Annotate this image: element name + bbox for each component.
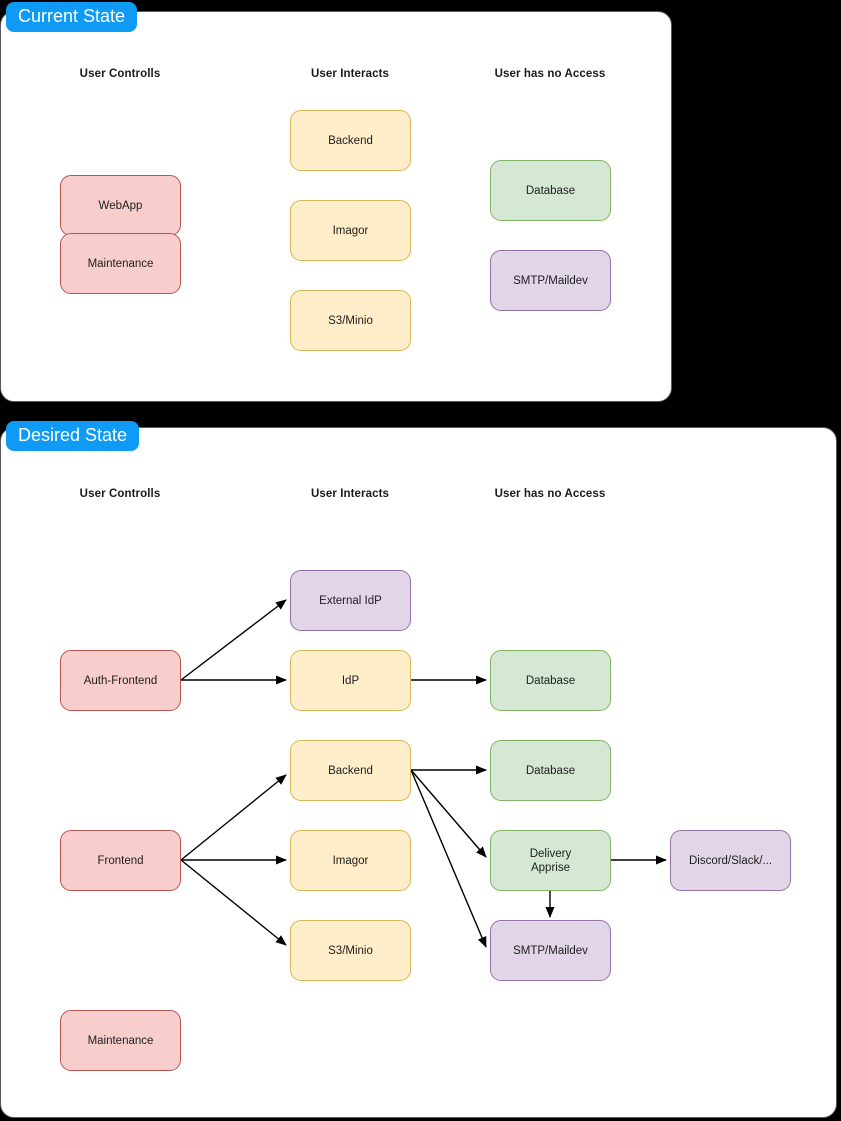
desired-column-header-user-interacts: User Interacts — [310, 488, 390, 500]
node-imagor-desired[interactable]: Imagor — [290, 830, 411, 891]
current-column-header-user-interacts: User Interacts — [310, 68, 390, 80]
current-column-header-user-controls: User Controlls — [79, 68, 161, 80]
node-delivery-apprise[interactable]: Delivery Apprise — [490, 830, 611, 891]
node-database-idp[interactable]: Database — [490, 650, 611, 711]
node-backend-current[interactable]: Backend — [290, 110, 411, 171]
node-imagor-current[interactable]: Imagor — [290, 200, 411, 261]
node-discord-slack[interactable]: Discord/Slack/... — [670, 830, 791, 891]
desired-column-header-user-controls: User Controlls — [79, 488, 161, 500]
node-s3-minio-current[interactable]: S3/Minio — [290, 290, 411, 351]
current-column-header-no-access: User has no Access — [494, 68, 606, 80]
node-s3-minio-desired[interactable]: S3/Minio — [290, 920, 411, 981]
node-maintenance-current[interactable]: Maintenance — [60, 233, 181, 294]
node-smtp-maildev-desired[interactable]: SMTP/Maildev — [490, 920, 611, 981]
desired-column-header-no-access: User has no Access — [494, 488, 606, 500]
current-state-title-badge: Current State — [6, 2, 138, 32]
node-frontend[interactable]: Frontend — [60, 830, 181, 891]
node-auth-frontend[interactable]: Auth-Frontend — [60, 650, 181, 711]
node-webapp[interactable]: WebApp — [60, 175, 181, 236]
node-database-current[interactable]: Database — [490, 160, 611, 221]
node-database-backend[interactable]: Database — [490, 740, 611, 801]
node-external-idp[interactable]: External IdP — [290, 570, 411, 631]
desired-state-title-badge: Desired State — [6, 421, 140, 451]
node-backend-desired[interactable]: Backend — [290, 740, 411, 801]
node-maintenance-desired[interactable]: Maintenance — [60, 1010, 181, 1071]
node-idp[interactable]: IdP — [290, 650, 411, 711]
node-smtp-maildev-current[interactable]: SMTP/Maildev — [490, 250, 611, 311]
